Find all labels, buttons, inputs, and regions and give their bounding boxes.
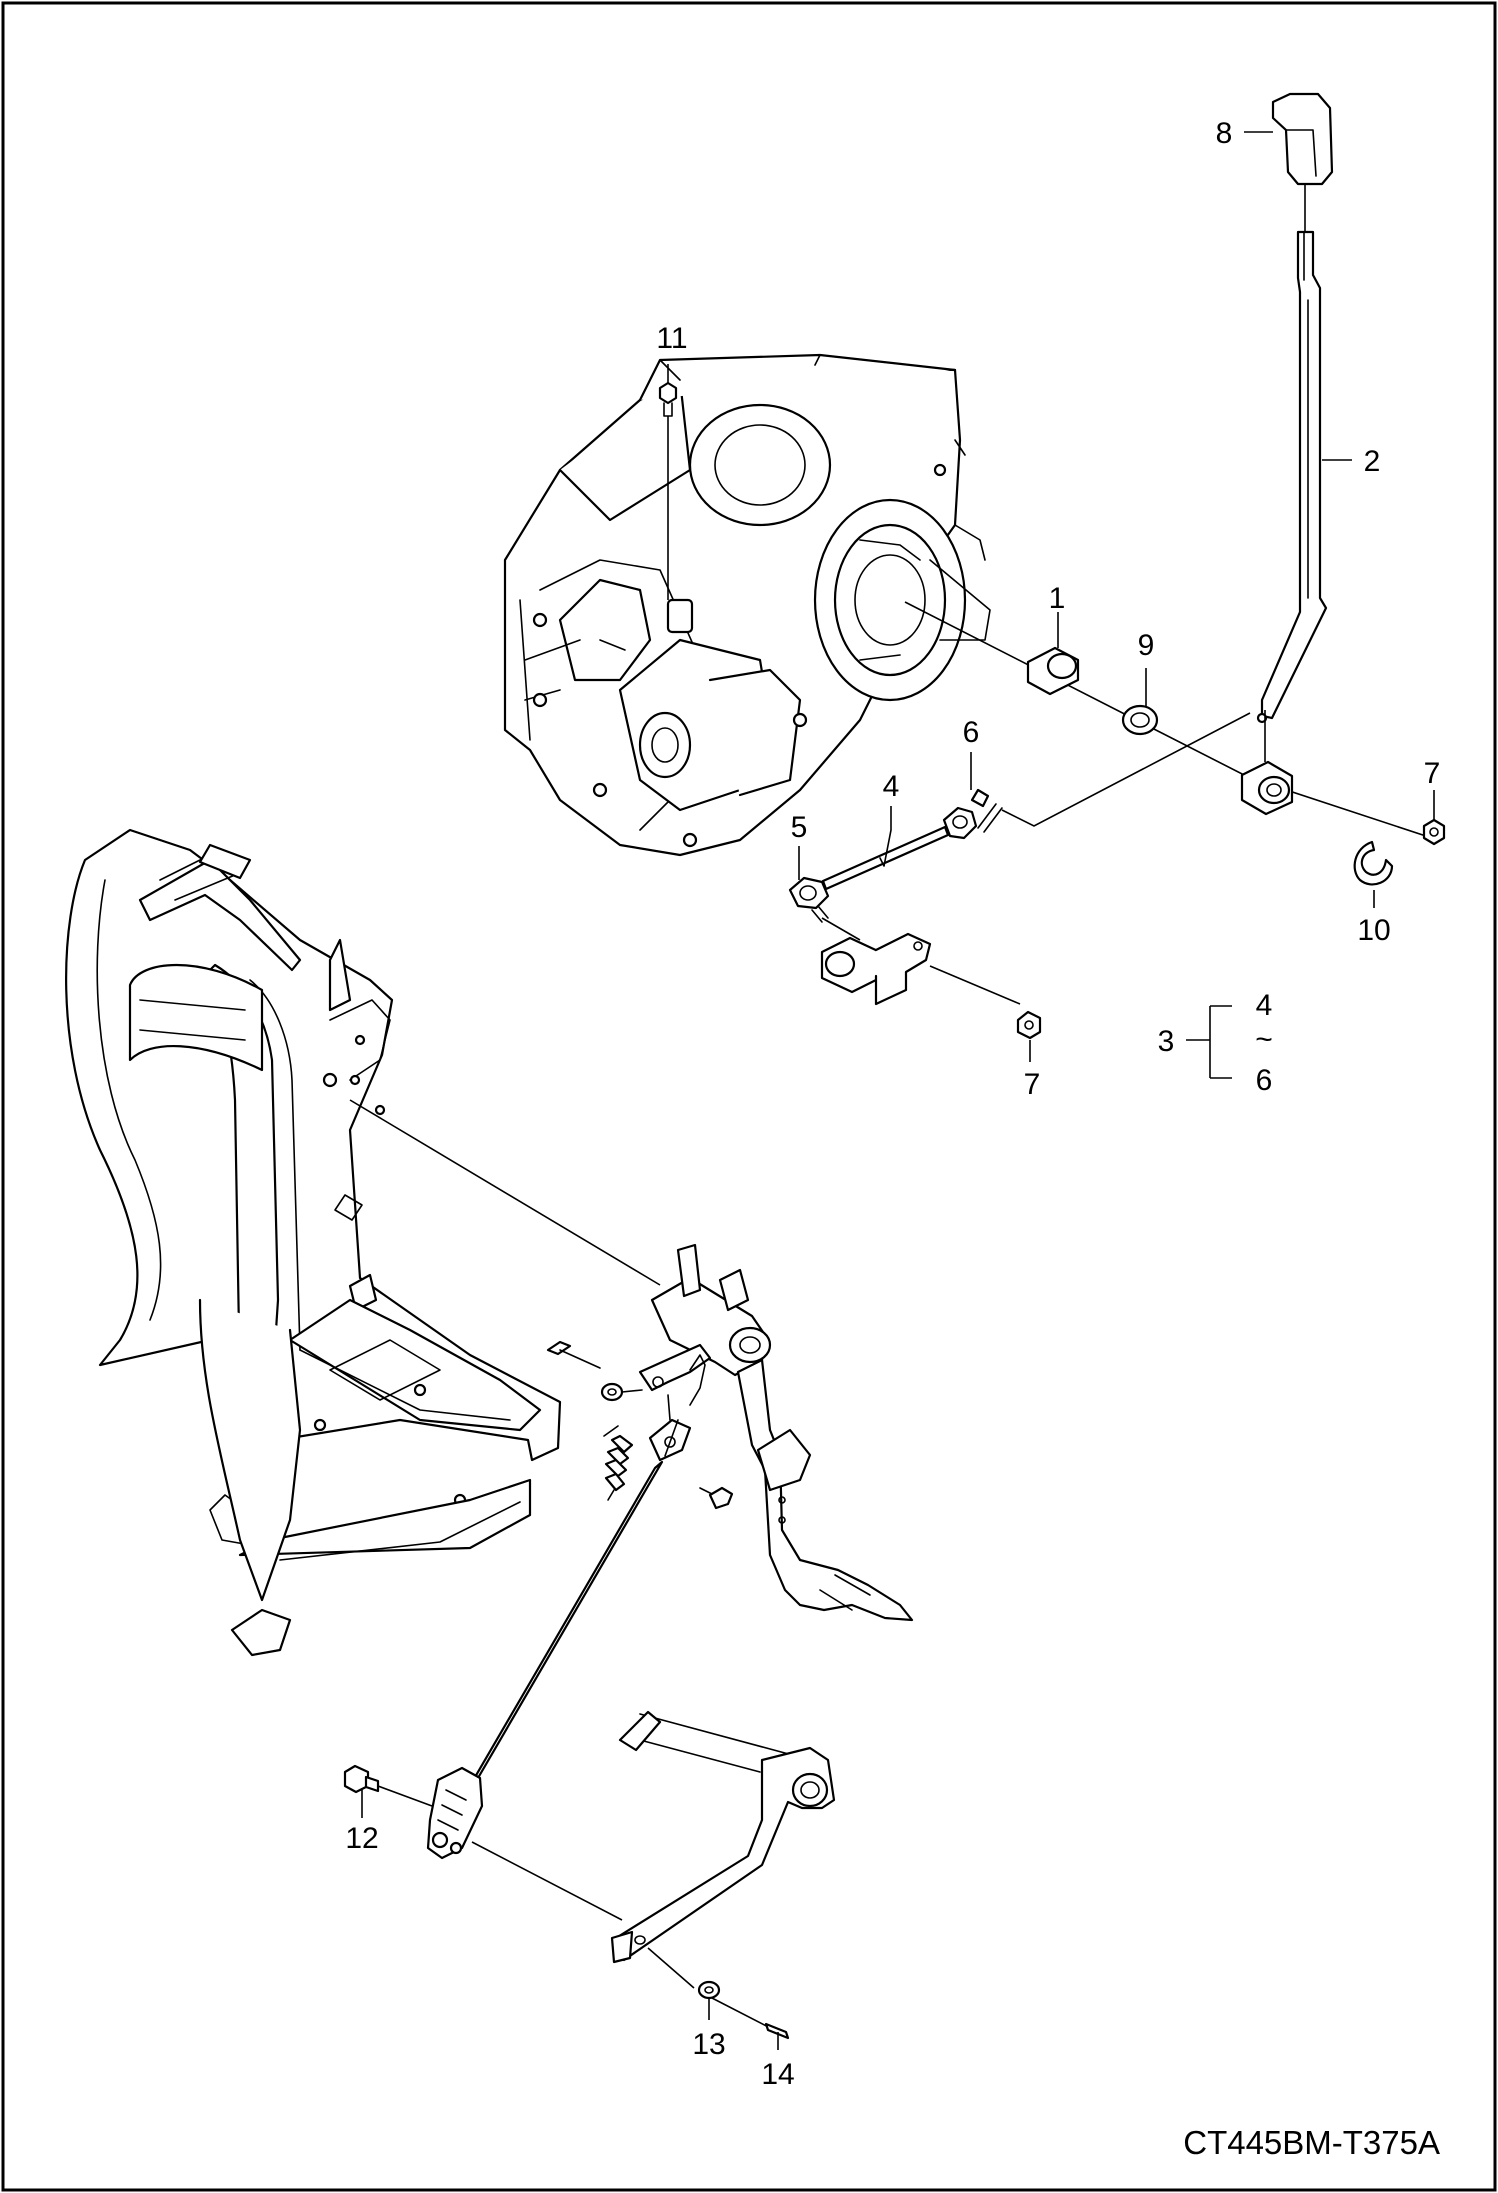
part-13-washer (697, 1980, 721, 2000)
callout-2: 2 (1364, 445, 1381, 478)
group-parent: 3 (1158, 1025, 1175, 1058)
part-9-washer (1121, 704, 1159, 736)
callout-9: 9 (1138, 629, 1155, 662)
part-8-knob (1271, 92, 1334, 232)
group-bracket: 3 4 ~ 6 (1158, 989, 1273, 1097)
callout-1: 1 (1049, 582, 1066, 615)
pedal-shaft-axis-line (349, 1099, 661, 1286)
callout-numbers: 1 2 8 9 10 11 7 7 4 6 5 12 13 14 (345, 117, 1440, 2091)
callout-8: 8 (1216, 117, 1233, 150)
group-from: 4 (1256, 989, 1273, 1022)
part-5-rod-end (788, 876, 830, 923)
part-4-rod (821, 823, 967, 891)
linkage-bracket (820, 932, 932, 1006)
pedal-small-hardware (546, 1340, 734, 1510)
callout-5: 5 (791, 811, 808, 844)
callout-13: 13 (692, 2028, 725, 2061)
lower-assembly-axis-lines (377, 1785, 779, 2033)
callout-14: 14 (761, 2058, 794, 2091)
part-12-pin (343, 1764, 380, 1794)
lower-pedal-arm (610, 1710, 836, 1964)
transmission-housing (503, 353, 991, 857)
callout-4: 4 (883, 770, 900, 803)
part-7-nut-lower (1016, 1010, 1042, 1040)
link-rod (426, 1419, 679, 1860)
rod-end-axis-line (1001, 712, 1251, 827)
operator-platform-frame (65, 828, 562, 1657)
callout-7b: 7 (1024, 1068, 1041, 1101)
group-range-mark: ~ (1255, 1023, 1273, 1056)
part-1-bushing (1026, 646, 1080, 696)
part-2-lever (1240, 230, 1328, 816)
diagram-code: CT445BM-T375A (1183, 2124, 1440, 2161)
part-11-bolt (658, 381, 678, 600)
group-to: 6 (1256, 1064, 1273, 1097)
callout-12: 12 (345, 1822, 378, 1855)
part-10-circlip (1353, 840, 1394, 886)
callout-10: 10 (1357, 914, 1390, 947)
pedal-assembly (638, 1243, 914, 1622)
callout-leaders (361, 131, 1435, 2050)
callout-11: 11 (656, 322, 687, 355)
callout-6: 6 (963, 716, 980, 749)
callout-7a: 7 (1424, 757, 1441, 790)
part-14-cotter-pin (764, 2022, 790, 2040)
part-7-nut-right (1422, 818, 1446, 846)
part-6-rod-end (942, 788, 1003, 840)
bracket-axis-line (821, 917, 1021, 1005)
